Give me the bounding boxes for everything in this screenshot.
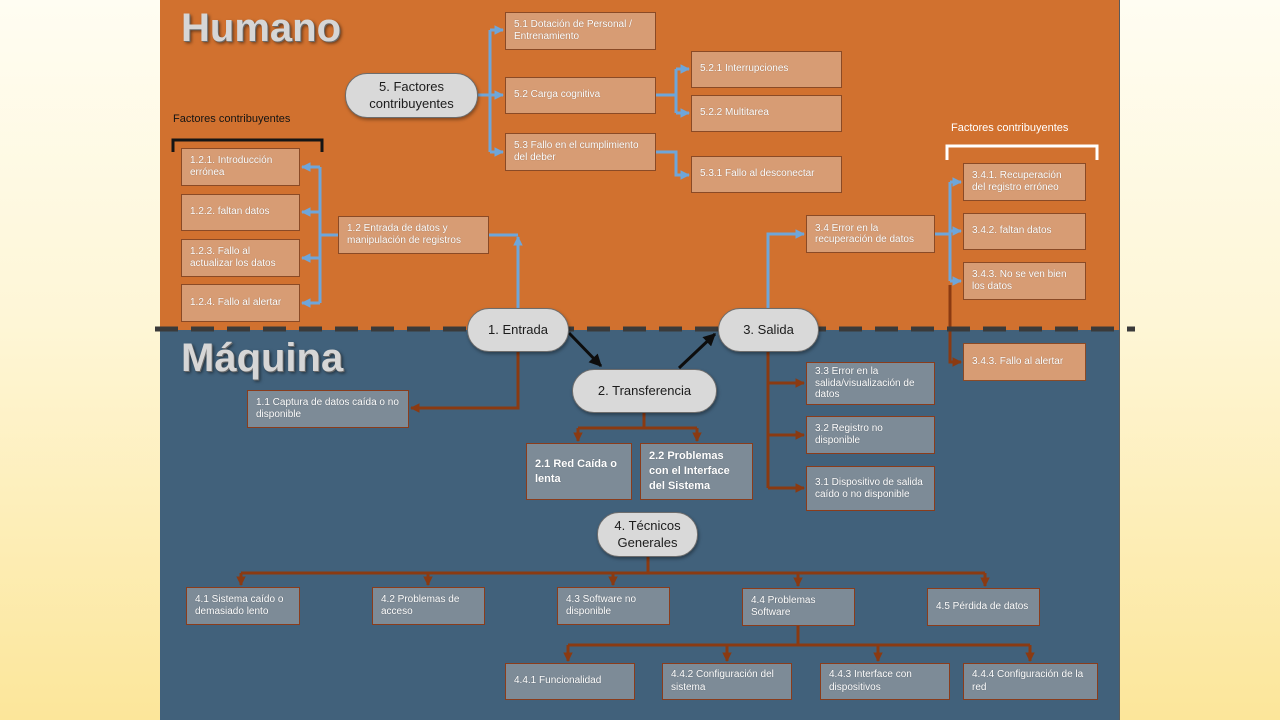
data-loss-node: 4.5 Pérdida de datos	[927, 588, 1040, 626]
connector-to-3-4-3-alert	[948, 285, 962, 367]
connector-output-to-3-4	[766, 229, 805, 308]
entry-alert-failure-node: 1.2.4. Fallo al alertar	[181, 284, 300, 322]
wrong-entry-node: 1.2.1. Introducción errónea	[181, 148, 300, 186]
functionality-node: 4.4.1 Funcionalidad	[505, 663, 635, 700]
left-factors-bracket	[171, 138, 324, 152]
network-down-node: 2.1 Red Caída o lenta	[526, 443, 632, 500]
logout-failure-node: 5.3.1 Fallo al desconectar	[691, 156, 842, 193]
transfer-node: 2. Transferencia	[572, 369, 717, 413]
device-interface-node: 4.4.3 Interface con dispositivos	[820, 663, 950, 700]
network-config-node: 4.4.4 Configuración de la red	[963, 663, 1098, 700]
flow-arrow-input-transfer	[567, 331, 603, 368]
connector-to-5-3-1	[656, 150, 690, 180]
contributing-factors-node: 5. Factores contribuyentes	[345, 73, 478, 118]
right-factors-bracket	[945, 144, 1099, 160]
output-display-error-node: 3.3 Error en la salida/visualización de …	[806, 362, 935, 405]
general-technical-node: 4. Técnicos Generales	[597, 512, 698, 557]
connector-input-to-1-1	[410, 352, 520, 413]
data-entry-node: 1.2 Entrada de datos y manipulación de r…	[338, 216, 489, 254]
retrieval-error-node: 3.4 Error en la recuperación de datos	[806, 215, 935, 253]
access-problems-node: 4.2 Problemas de acceso	[372, 587, 485, 625]
staffing-training-node: 5.1 Dotación de Personal / Entrenamiento	[505, 12, 656, 50]
connector-5-2-stem	[656, 69, 678, 113]
connector-transfer-stem	[578, 413, 697, 430]
capture-down-node: 1.1 Captura de datos caída o no disponib…	[247, 390, 409, 428]
connector-technical-stem	[241, 557, 985, 575]
input-node: 1. Entrada	[467, 308, 569, 352]
record-unavailable-node: 3.2 Registro no disponible	[806, 416, 935, 454]
connector-1-2-stem	[318, 167, 338, 303]
entry-missing-data-node: 1.2.2. faltan datos	[181, 194, 300, 231]
software-unavailable-node: 4.3 Software no disponible	[557, 587, 670, 625]
system-config-node: 4.4.2 Configuración del sistema	[662, 663, 792, 700]
update-failure-node: 1.2.3. Fallo al actualizar los datos	[181, 239, 300, 277]
cognitive-load-node: 5.2 Carga cognitiva	[505, 77, 656, 114]
software-problems-node: 4.4 Problemas Software	[742, 588, 855, 626]
input-factors-label: Factores contribuyentes	[173, 113, 291, 125]
machine-section-title: Máquina	[181, 336, 344, 380]
system-down-node: 4.1 Sistema caído o demasiado lento	[186, 587, 300, 625]
flow-arrow-transfer-output	[677, 332, 717, 370]
retrieval-alert-failure-node: 3.4.3. Fallo al alertar	[963, 343, 1086, 381]
duty-failure-node: 5.3 Fallo en el cumplimiento del deber	[505, 133, 656, 171]
retrieval-missing-data-node: 3.4.2. faltan datos	[963, 213, 1086, 250]
interruptions-node: 5.2.1 Interrupciones	[691, 51, 842, 88]
output-factors-label: Factores contribuyentes	[951, 122, 1069, 134]
multitasking-node: 5.2.2 Multitarea	[691, 95, 842, 132]
human-section-title: Humano	[181, 6, 341, 50]
panel-edge	[1119, 0, 1120, 720]
interface-problems-node: 2.2 Problemas con el Interface del Siste…	[640, 443, 753, 500]
unclear-data-node: 3.4.3. No se ven bien los datos	[963, 262, 1086, 300]
wrong-record-node: 3.4.1. Recuperación del registro erróneo	[963, 163, 1086, 201]
output-device-down-node: 3.1 Dispositivo de salida caído o no dis…	[806, 466, 935, 511]
output-node: 3. Salida	[718, 308, 819, 352]
connector-4-4-stem	[568, 626, 1030, 647]
connector-3-4-stem	[935, 182, 952, 281]
